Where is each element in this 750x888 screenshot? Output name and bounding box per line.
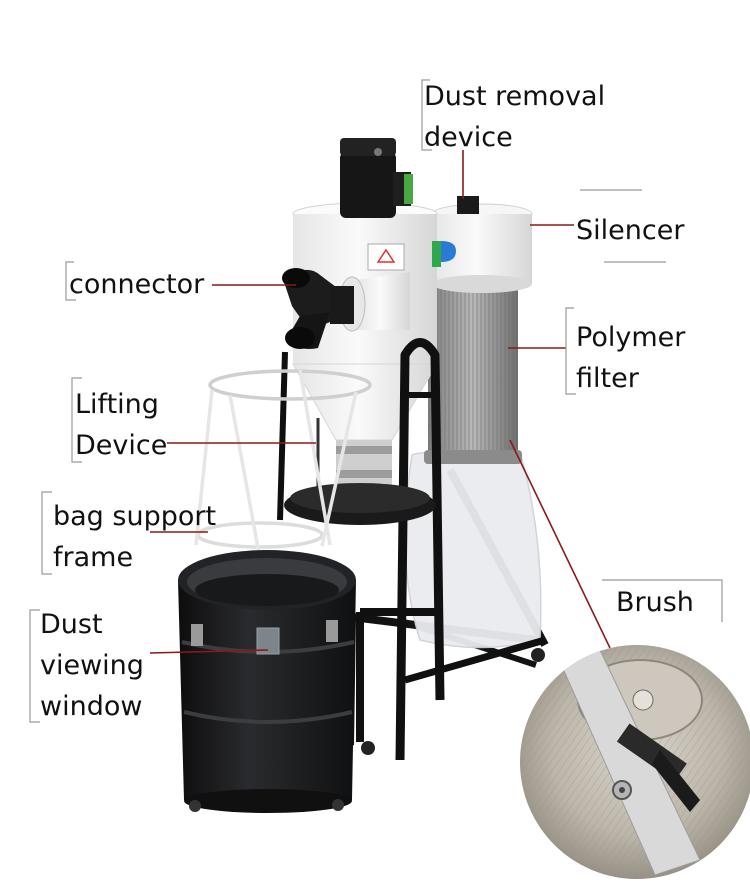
label-polymer-filter: Polymer filter bbox=[576, 322, 686, 394]
label-bag-support-frame: bag support frame bbox=[53, 501, 217, 573]
warning-sticker-icon bbox=[367, 243, 405, 271]
label-lifting-device: Lifting Device bbox=[75, 389, 168, 461]
label-brackets bbox=[29, 79, 723, 723]
trolley-front bbox=[356, 338, 546, 761]
collection-bag bbox=[404, 450, 542, 649]
dust-bin bbox=[178, 550, 356, 813]
brand-logo-icon bbox=[432, 241, 456, 267]
label-dust-viewing-window: Dust viewing window bbox=[40, 609, 144, 722]
label-silencer: Silencer bbox=[576, 215, 685, 246]
polymer-filter-cartridge bbox=[424, 282, 522, 464]
label-connector: connector bbox=[69, 269, 205, 300]
motor bbox=[340, 138, 413, 218]
leader-lines bbox=[149, 150, 611, 654]
brush-inset-photo bbox=[520, 645, 750, 879]
y-connector bbox=[282, 268, 354, 349]
label-dust-removal-device: Dust removal device bbox=[424, 81, 606, 153]
label-brush: Brush bbox=[616, 587, 694, 618]
